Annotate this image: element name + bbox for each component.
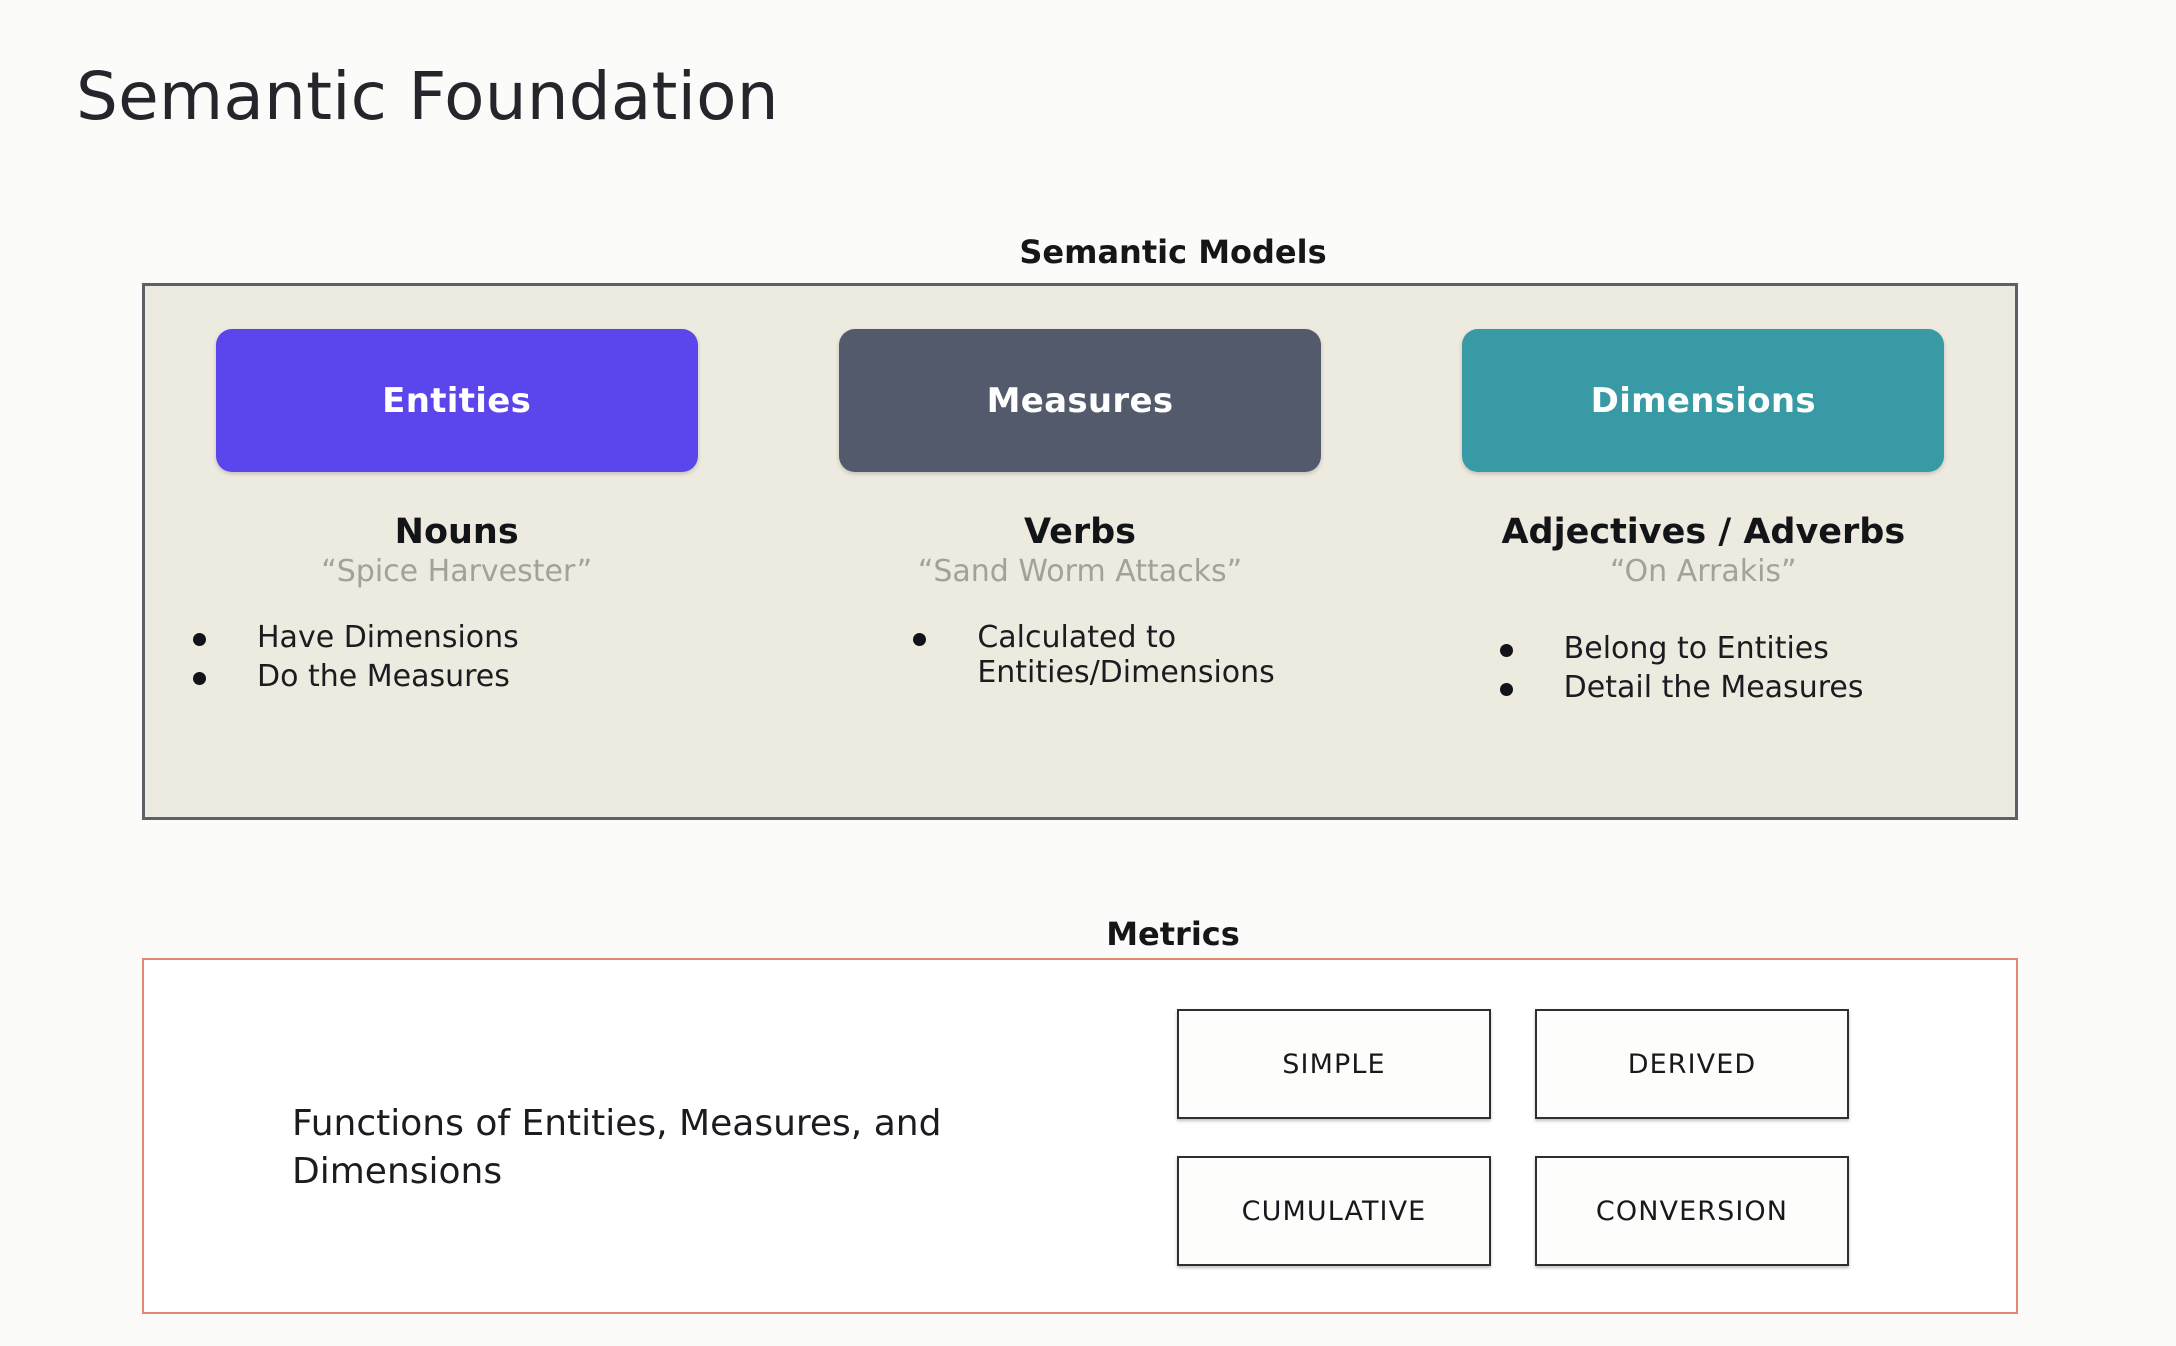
list-item: Detail the Measures <box>1499 670 2015 706</box>
metric-type-simple[interactable]: SIMPLE <box>1177 1009 1491 1119</box>
measures-example: “Sand Worm Attacks” <box>917 553 1243 589</box>
bullet-dot-icon <box>193 672 206 686</box>
semantic-model-column-dimensions: Dimensions Adjectives / Adverbs “On Arra… <box>1392 286 2015 817</box>
semantic-models-panel: Entities Nouns “Spice Harvester” Have Di… <box>142 283 2018 820</box>
bullet-dot-icon <box>1499 643 1513 657</box>
list-item: Belong to Entities <box>1499 630 2015 666</box>
metrics-section-label: Metrics <box>1106 915 1240 953</box>
dimensions-pill[interactable]: Dimensions <box>1462 329 1945 472</box>
list-item: Calculated to Entities/Dimensions <box>913 620 1277 691</box>
metrics-description: Functions of Entities, Measures, and Dim… <box>292 1103 942 1192</box>
dimensions-bullet-list: Belong to Entities Detail the Measures <box>1499 630 2015 706</box>
list-item-label: Detail the Measures <box>1563 670 1864 706</box>
measures-pill[interactable]: Measures <box>838 329 1321 472</box>
semantic-model-column-measures: Measures Verbs “Sand Worm Attacks” Calcu… <box>768 286 1391 817</box>
bullet-dot-icon <box>1499 683 1513 697</box>
metric-type-derived[interactable]: DERIVED <box>1535 1009 1849 1119</box>
entities-part-of-speech: Nouns <box>394 512 519 552</box>
page-title: Semantic Foundation <box>76 58 779 135</box>
entities-pill[interactable]: Entities <box>215 329 698 472</box>
semantic-models-section-label: Semantic Models <box>1019 233 1327 271</box>
measures-part-of-speech: Verbs <box>1023 512 1137 552</box>
metrics-panel: Functions of Entities, Measures, and Dim… <box>142 958 2018 1314</box>
semantic-model-column-entities: Entities Nouns “Spice Harvester” Have Di… <box>145 286 768 817</box>
dimensions-example: “On Arrakis” <box>1610 553 1797 589</box>
list-item: Have Dimensions <box>193 620 768 655</box>
bullet-dot-icon <box>913 632 927 646</box>
semantic-models-columns: Entities Nouns “Spice Harvester” Have Di… <box>145 286 2015 817</box>
list-item-label: Do the Measures <box>257 659 510 695</box>
metric-type-cumulative[interactable]: CUMULATIVE <box>1177 1156 1491 1266</box>
entities-example: “Spice Harvester” <box>321 553 593 589</box>
entities-bullet-list: Have Dimensions Do the Measures <box>193 620 768 695</box>
list-item-label: Have Dimensions <box>257 619 519 655</box>
metric-type-conversion[interactable]: CONVERSION <box>1535 1156 1849 1266</box>
bullet-dot-icon <box>193 632 206 646</box>
list-item-label: Belong to Entities <box>1563 630 1829 666</box>
dimensions-part-of-speech: Adjectives / Adverbs <box>1501 512 1906 552</box>
metric-types-grid: SIMPLE DERIVED CUMULATIVE CONVERSION <box>1177 1009 1849 1266</box>
list-item: Do the Measures <box>193 659 768 694</box>
list-item-label: Calculated to Entities/Dimensions <box>977 619 1275 691</box>
measures-bullet-list: Calculated to Entities/Dimensions <box>913 620 1391 691</box>
